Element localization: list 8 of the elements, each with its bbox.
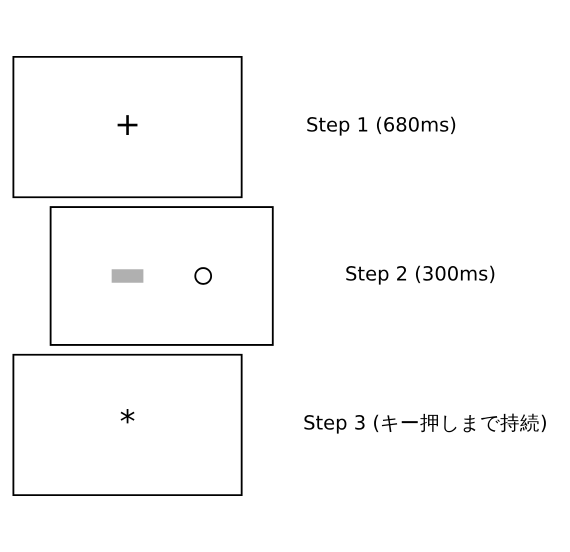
- node-bar: [112, 269, 144, 283]
- node-box: +: [12, 56, 243, 198]
- cluster: [50, 206, 274, 346]
- node-label: Step 1 (680ms): [306, 114, 457, 137]
- node-circle: [194, 267, 212, 285]
- node-box: *: [12, 354, 243, 496]
- node-label: Step 3 (キー押しまで持続): [303, 412, 548, 435]
- node-label: Step 2 (300ms): [345, 262, 496, 286]
